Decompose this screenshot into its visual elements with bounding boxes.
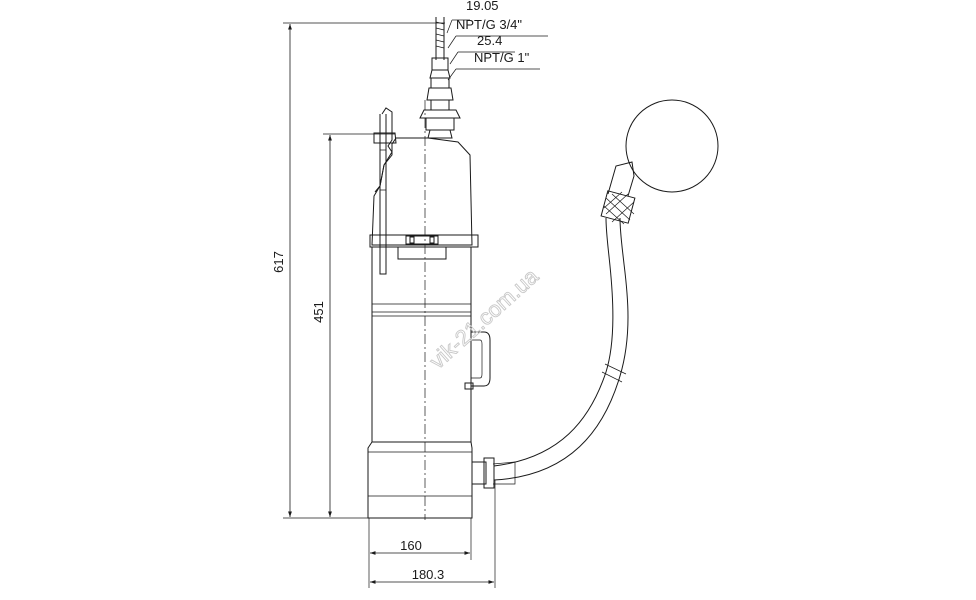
overall-height-label: 617	[271, 251, 286, 273]
body-height-label: 451	[311, 301, 326, 323]
float-switch	[492, 99, 719, 485]
dimension-body-height: 451	[311, 133, 395, 517]
body-width-label: 160	[400, 538, 422, 553]
watermark: vik-21.com.ua	[425, 263, 544, 374]
overall-width-label: 180.3	[412, 567, 445, 582]
thread-2-label: NPT/G 1"	[474, 50, 530, 65]
dimension-overall-width: 180.3	[370, 567, 494, 584]
hose-size-2-label: 25.4	[477, 33, 502, 48]
dimension-body-width: 160	[368, 480, 496, 588]
pump-head	[369, 107, 479, 275]
connection-callouts: 19.05 NPT/G 3/4" 25.4 NPT/G 1"	[446, 0, 548, 81]
pump-body	[367, 247, 495, 519]
hose-size-1-label: 19.05	[466, 0, 499, 13]
thread-1-label: NPT/G 3/4"	[456, 17, 522, 32]
outlet-connector	[419, 17, 461, 139]
dimension-overall-height: 617	[271, 22, 445, 519]
